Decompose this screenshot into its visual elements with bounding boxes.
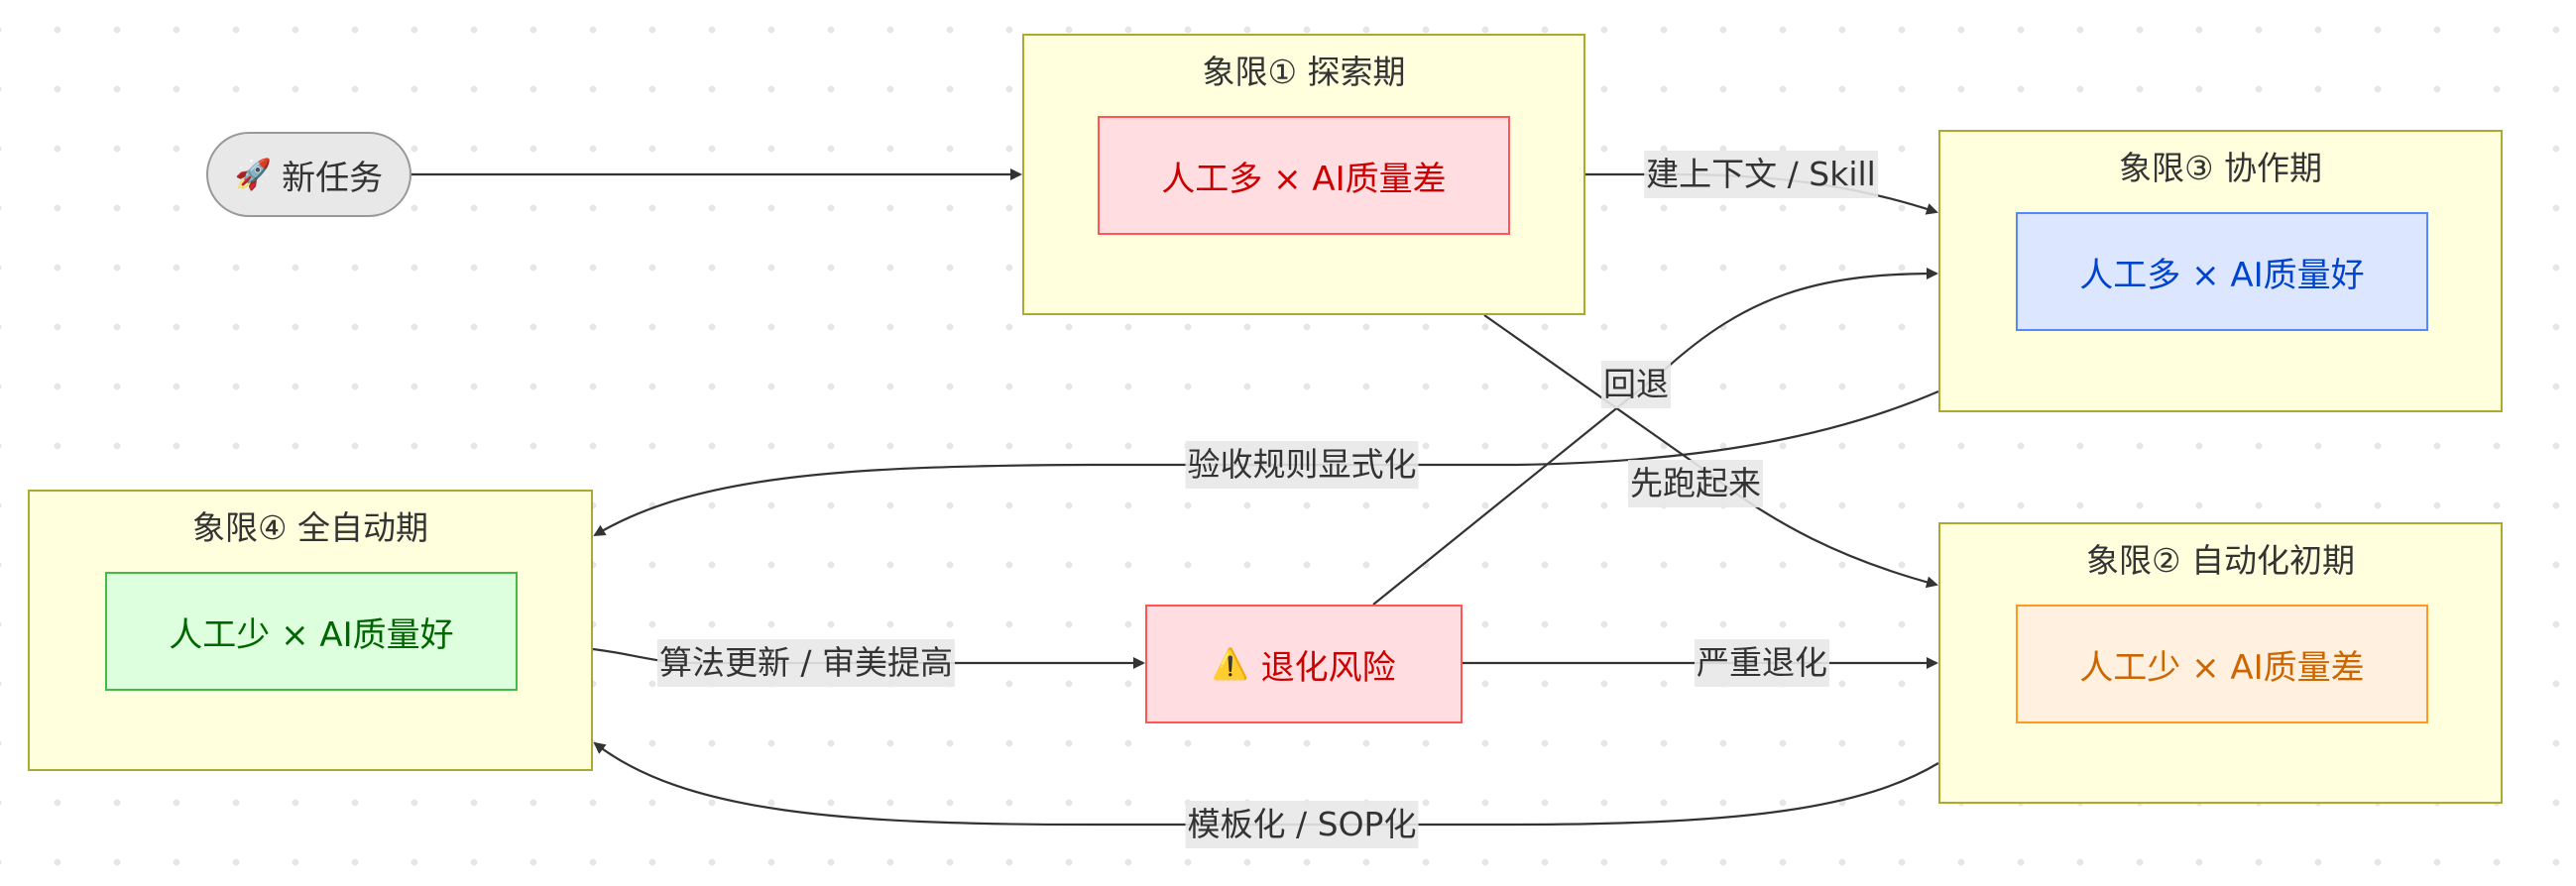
quadrant-1-exploration[interactable]: 象限① 探索期 人工多 × AI质量差 [1022, 34, 1585, 315]
quadrant-4-state[interactable]: 人工少 × AI质量好 [105, 572, 518, 691]
quadrant-3-state[interactable]: 人工多 × AI质量好 [2016, 212, 2428, 331]
warning-icon: ⚠️ [1212, 646, 1249, 682]
edge-q3-to-q4 [593, 389, 1939, 537]
quadrant-2-title: 象限② 自动化初期 [2085, 541, 2356, 580]
edge-label-severe-degradation: 严重退化 [1695, 639, 1829, 687]
degradation-risk-label: 退化风险 [1260, 647, 1396, 688]
rocket-icon: 🚀 [234, 157, 273, 192]
edge-label-rollback: 回退 [1601, 361, 1671, 408]
quadrant-4-title: 象限④ 全自动期 [191, 508, 429, 547]
quadrant-3-title: 象限③ 协作期 [2118, 149, 2323, 187]
quadrant-2-early-automation[interactable]: 象限② 自动化初期 人工少 × AI质量差 [1938, 522, 2503, 804]
edge-q2-to-q4 [593, 741, 1939, 827]
edge-label-algorithm-update: 算法更新 / 审美提高 [656, 639, 956, 687]
quadrant-2-state[interactable]: 人工少 × AI质量差 [2016, 605, 2428, 723]
edge-label-explicit-acceptance-rules: 验收规则显式化 [1185, 441, 1419, 489]
edge-label-build-context-skill: 建上下文 / Skill [1644, 151, 1878, 198]
edge-label-run-first: 先跑起来 [1628, 460, 1763, 507]
start-node-label: 新任务 [282, 158, 384, 198]
quadrant-3-state-label: 人工多 × AI质量好 [2079, 255, 2365, 295]
quadrant-1-state-label: 人工多 × AI质量差 [1161, 159, 1447, 199]
quadrant-3-collaboration[interactable]: 象限③ 协作期 人工多 × AI质量好 [1938, 130, 2503, 412]
quadrant-2-state-label: 人工少 × AI质量差 [2079, 647, 2365, 688]
quadrant-1-state[interactable]: 人工多 × AI质量差 [1098, 116, 1510, 235]
quadrant-4-full-automation[interactable]: 象限④ 全自动期 人工少 × AI质量好 [28, 490, 593, 771]
edge-label-template-sop: 模板化 / SOP化 [1185, 801, 1419, 848]
degradation-risk-node[interactable]: ⚠️ 退化风险 [1145, 605, 1463, 723]
start-node-new-task[interactable]: 🚀 新任务 [206, 132, 411, 217]
quadrant-1-title: 象限① 探索期 [1202, 53, 1406, 91]
edge-risk-to-q3 [1372, 268, 1938, 606]
edge-q1-to-q2 [1483, 314, 1938, 589]
quadrant-4-state-label: 人工少 × AI质量好 [169, 614, 454, 655]
